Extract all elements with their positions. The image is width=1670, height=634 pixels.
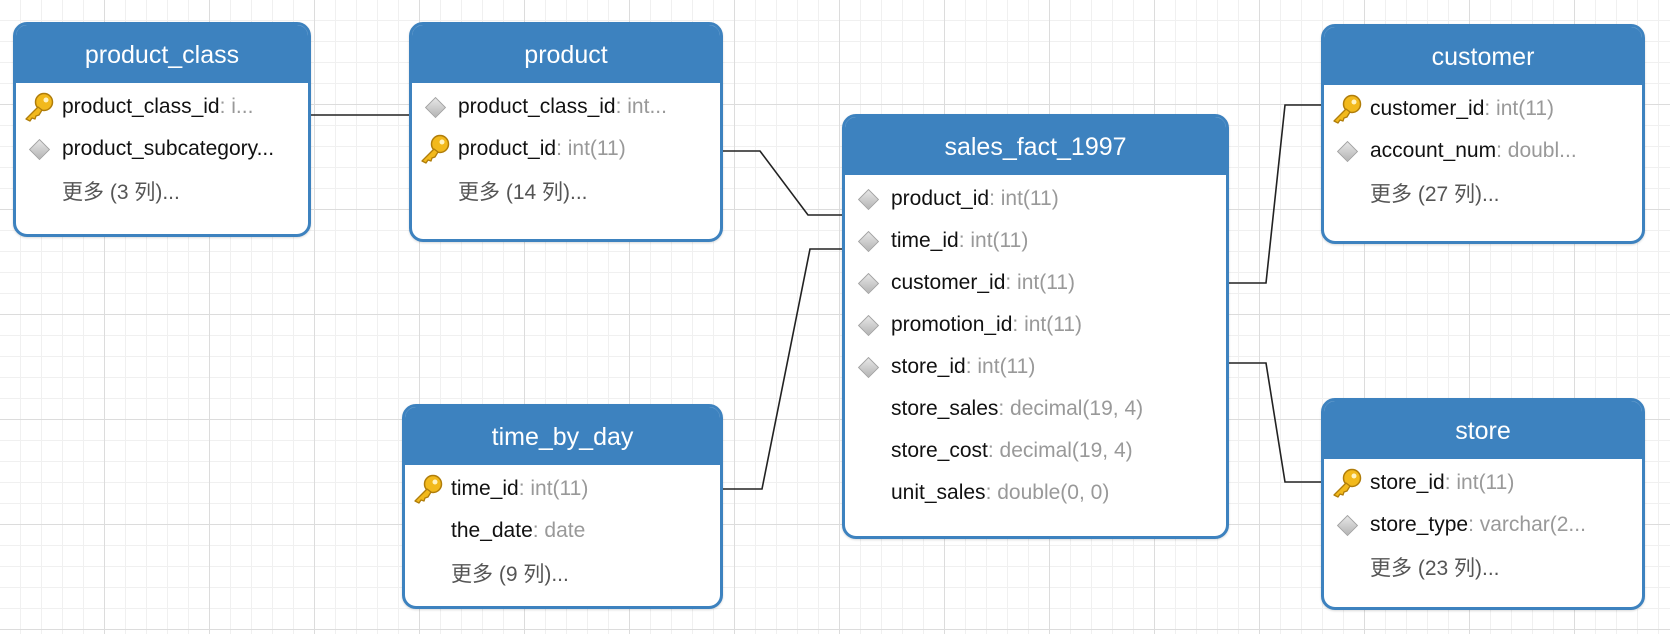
column-diamond-icon (845, 304, 891, 346)
table-title: product (412, 25, 720, 83)
column-name: store_sales (891, 397, 999, 420)
column-type: : decimal(19, 4) (987, 439, 1133, 462)
more-columns-link[interactable]: 更多 (3 列)... (16, 170, 308, 212)
more-columns-label: 更多 (3 列)... (62, 181, 180, 204)
column-diamond-icon (845, 262, 891, 304)
column-type: : doubl... (1496, 139, 1577, 162)
more-columns-link[interactable]: 更多 (27 列)... (1324, 172, 1642, 214)
column-row[interactable]: store_cost: decimal(19, 4) (845, 430, 1226, 472)
column-type: : int(11) (1484, 97, 1555, 120)
link-sales-fact-to-customer (1228, 104, 1322, 284)
column-name: customer_id (891, 271, 1006, 294)
column-diamond-icon (1324, 130, 1370, 172)
primary-key-icon (1324, 88, 1370, 130)
table-title: customer (1324, 27, 1642, 85)
table-product[interactable]: product product_class_id: int... product… (409, 22, 723, 242)
column-diamond-icon (845, 220, 891, 262)
table-title: sales_fact_1997 (845, 117, 1226, 175)
column-row[interactable]: time_id: int(11) (845, 220, 1226, 262)
column-row[interactable]: unit_sales: double(0, 0) (845, 472, 1226, 514)
column-type: : int(11) (989, 187, 1059, 210)
column-name: the_date (451, 519, 533, 542)
more-columns-label: 更多 (27 列)... (1370, 183, 1500, 206)
more-columns-link[interactable]: 更多 (23 列)... (1324, 546, 1642, 588)
column-name: time_id (891, 229, 959, 252)
column-name: promotion_id (891, 313, 1013, 336)
table-title: time_by_day (405, 407, 720, 465)
column-name: product_id (891, 187, 990, 210)
column-name: product_class_id (458, 95, 616, 118)
primary-key-icon (1324, 462, 1370, 504)
column-name: product_subcategory... (62, 137, 275, 160)
column-type: : int(11) (556, 137, 626, 160)
column-row[interactable]: account_num: doubl... (1324, 130, 1642, 172)
column-diamond-icon (845, 346, 891, 388)
column-diamond-icon (1324, 504, 1370, 546)
table-title: product_class (16, 25, 308, 83)
column-name: account_num (1370, 139, 1497, 162)
more-columns-label: 更多 (23 列)... (1370, 557, 1500, 580)
primary-key-icon (405, 468, 451, 510)
column-name: customer_id (1370, 97, 1485, 120)
column-name: time_id (451, 477, 519, 500)
table-product-class[interactable]: product_class product_class_id: i... pro… (13, 22, 311, 237)
column-row[interactable]: store_sales: decimal(19, 4) (845, 388, 1226, 430)
column-type: : int(11) (1444, 471, 1515, 494)
column-row[interactable]: time_id: int(11) (405, 468, 720, 510)
column-type: : double(0, 0) (985, 481, 1110, 504)
table-customer[interactable]: customer customer_id: int(11) account_nu… (1321, 24, 1645, 244)
column-type: : decimal(19, 4) (998, 397, 1144, 420)
table-time-by-day[interactable]: time_by_day time_id: int(11) the_date: d… (402, 404, 723, 609)
more-columns-link[interactable]: 更多 (9 列)... (405, 552, 720, 594)
column-row[interactable]: product_class_id: int... (412, 86, 720, 128)
column-diamond-icon (412, 86, 458, 128)
table-sales-fact-1997[interactable]: sales_fact_1997 product_id: int(11) time… (842, 114, 1229, 539)
column-name: product_id (458, 137, 557, 160)
primary-key-icon (16, 86, 62, 128)
column-type: : int(11) (1005, 271, 1076, 294)
column-row[interactable]: store_id: int(11) (1324, 462, 1642, 504)
more-columns-label: 更多 (14 列)... (458, 181, 588, 204)
column-row[interactable]: product_class_id: i... (16, 86, 308, 128)
column-type: : int(11) (1012, 313, 1083, 336)
link-sales-fact-to-store (1228, 362, 1322, 483)
column-row[interactable]: promotion_id: int(11) (845, 304, 1226, 346)
column-type: : i... (219, 95, 254, 118)
column-name: store_cost (891, 439, 988, 462)
column-row[interactable]: the_date: date (405, 510, 720, 552)
column-diamond-icon (845, 178, 891, 220)
column-row[interactable]: store_type: varchar(2... (1324, 504, 1642, 546)
column-row[interactable]: product_id: int(11) (412, 128, 720, 170)
column-row[interactable]: product_subcategory... (16, 128, 308, 170)
column-type: : varchar(2... (1468, 513, 1586, 536)
column-row[interactable]: product_id: int(11) (845, 178, 1226, 220)
column-name: store_id (1370, 471, 1445, 494)
more-columns-label: 更多 (9 列)... (451, 563, 569, 586)
column-name: store_id (891, 355, 966, 378)
column-type: : date (532, 519, 586, 542)
column-type: : int... (615, 95, 667, 118)
column-name: product_class_id (62, 95, 220, 118)
more-columns-link[interactable]: 更多 (14 列)... (412, 170, 720, 212)
column-name: unit_sales (891, 481, 986, 504)
column-row[interactable]: customer_id: int(11) (845, 262, 1226, 304)
table-title: store (1324, 401, 1642, 459)
link-product-to-sales-fact (722, 150, 843, 216)
column-row[interactable]: store_id: int(11) (845, 346, 1226, 388)
column-type: : int(11) (958, 229, 1029, 252)
column-type: : int(11) (518, 477, 589, 500)
link-time-by-day-to-sales-fact (722, 248, 843, 490)
table-store[interactable]: store store_id: int(11) store_type: varc… (1321, 398, 1645, 610)
primary-key-icon (412, 128, 458, 170)
column-name: store_type (1370, 513, 1469, 536)
column-type: : int(11) (965, 355, 1036, 378)
column-row[interactable]: customer_id: int(11) (1324, 88, 1642, 130)
column-diamond-icon (16, 128, 62, 170)
